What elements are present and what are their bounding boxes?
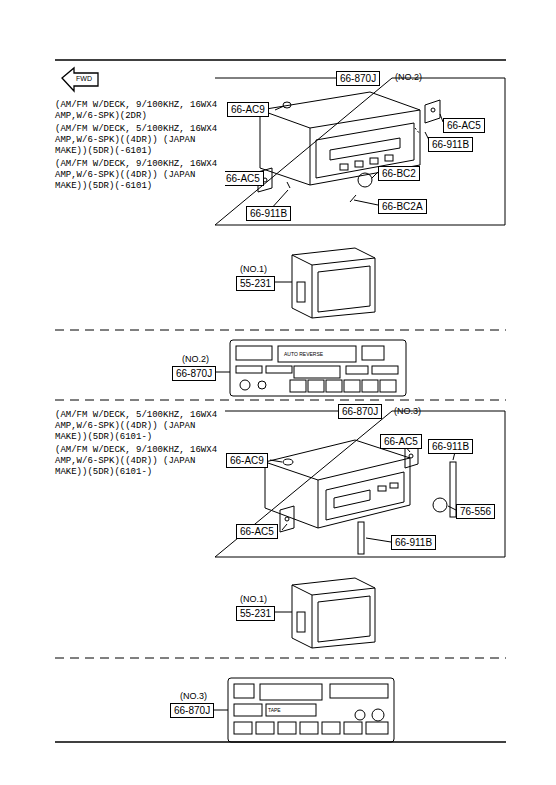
part-number-box: 66-BC2A (378, 199, 427, 214)
part-number: 66-911B (432, 138, 469, 151)
part-number-box: 66-870J (170, 703, 214, 718)
part-number-box: 66-870J (172, 366, 216, 381)
part-number-box: 66-911B (391, 535, 436, 550)
part-number-box: 66-AC5 (443, 118, 485, 133)
applicability-note: (AM/FM W/DECK, 5/100KHZ, 16WX4 AMP,W/6-S… (55, 410, 225, 443)
part-number-box: 66-911B (428, 439, 473, 454)
part-number-box: 66-AC9 (226, 453, 268, 468)
part-number: 66-911B (395, 536, 432, 549)
callout-label: TAPE (268, 707, 281, 714)
part-number-box: 66-AC5 (380, 434, 422, 449)
callout-label: FWD (76, 74, 92, 83)
part-number-box: 66-870J (338, 404, 382, 419)
applicability-note: (AM/FM W/DECK, 9/100KHZ, 16WX4 AMP,W/6-S… (55, 159, 225, 192)
part-number: 66-AC9 (231, 103, 265, 116)
part-number-box: 66-AC9 (227, 102, 269, 117)
part-number-box: 66-AC5 (236, 524, 278, 539)
callout-label: (NO.1) (240, 594, 267, 605)
part-number: 76-556 (460, 505, 491, 518)
part-number: 66-AC5 (384, 435, 418, 448)
part-number-box: 76-556 (456, 504, 495, 519)
part-number: 55-231 (240, 277, 271, 290)
part-number: 66-870J (174, 704, 210, 717)
part-number: 66-911B (432, 440, 469, 453)
applicability-note: (AM/FM W/DECK, 9/100KHZ, 16WX4 AMP,W/6-S… (55, 445, 225, 478)
part-number: 66-AC9 (230, 454, 264, 467)
part-number: 66-911B (250, 207, 287, 220)
applicability-note: (AM/FM W/DECK, 5/100KHZ, 16WX4 AMP,W/6-S… (55, 124, 225, 157)
part-number: 66-AC5 (240, 525, 274, 538)
callout-label: (NO.3) (180, 691, 207, 702)
callout-label: (NO.2) (395, 72, 422, 83)
part-number: 66-870J (340, 72, 376, 85)
part-number-box: 66-AC5 (222, 171, 264, 186)
callout-label: (NO.3) (394, 406, 421, 417)
callout-label: (NO.2) (182, 354, 209, 365)
applicability-note: (AM/FM W/DECK, 9/100KHZ, 16WX4 AMP,W/6-S… (55, 100, 225, 122)
callout-label: (NO.1) (240, 264, 267, 275)
part-number-box: 66-870J (336, 71, 380, 86)
callout-label: AUTO REVERSE (284, 351, 323, 358)
part-number: 66-870J (176, 367, 212, 380)
part-number: 66-BC2A (382, 200, 423, 213)
part-number-box: 55-231 (236, 606, 275, 621)
part-number-box: 66-911B (246, 206, 291, 221)
part-number: 66-AC5 (447, 119, 481, 132)
part-number-box: 66-BC2 (378, 166, 420, 181)
part-number: 66-AC5 (226, 172, 260, 185)
part-number-box: 66-911B (428, 137, 473, 152)
part-number: 66-BC2 (382, 167, 416, 180)
part-number: 66-870J (342, 405, 378, 418)
part-number-box: 55-231 (236, 276, 275, 291)
part-number: 55-231 (240, 607, 271, 620)
